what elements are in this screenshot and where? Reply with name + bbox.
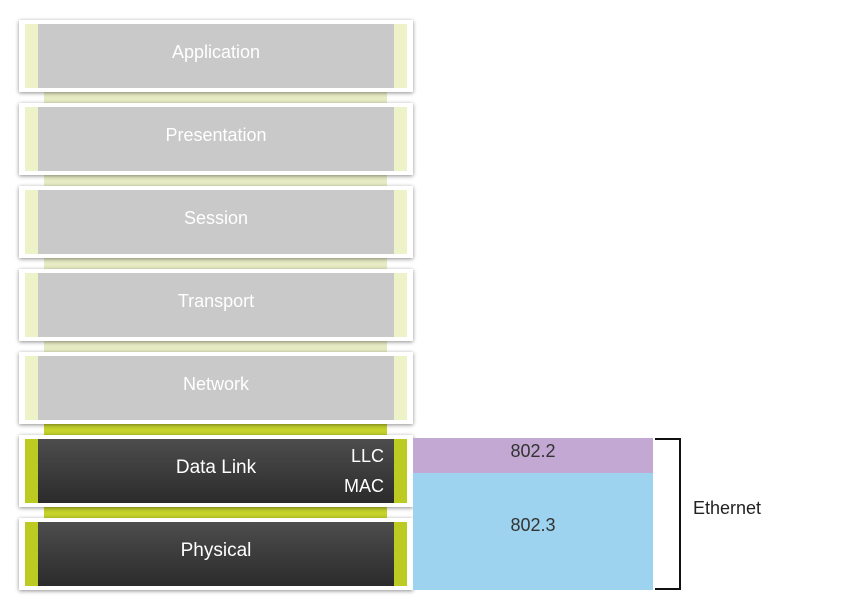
layer-connector <box>44 90 387 104</box>
layer-label: Physical <box>180 540 252 561</box>
layer-transport: Transport <box>19 269 413 341</box>
standard-802-3-label: 802.3 <box>510 515 556 535</box>
layer-body: Data Link LLC MAC <box>38 439 394 503</box>
layer-edge <box>25 190 38 254</box>
layer-edge <box>394 107 407 171</box>
layer-edge <box>394 190 407 254</box>
layer-edge <box>25 522 38 586</box>
layer-connector <box>44 173 387 187</box>
layer-session: Session <box>19 186 413 258</box>
layer-connector <box>44 505 387 519</box>
layer-body: Presentation <box>38 107 394 171</box>
layer-edge <box>394 24 407 88</box>
layer-connector <box>44 339 387 353</box>
standard-802-2-label: 802.2 <box>510 441 556 461</box>
standard-802-3-box: 802.3 <box>413 473 653 590</box>
sublayer-mac-label: MAC <box>344 476 384 496</box>
layer-body: Transport <box>38 273 394 337</box>
layer-edge <box>25 273 38 337</box>
layer-data-link: Data Link LLC MAC <box>19 435 413 507</box>
layer-edge <box>394 522 407 586</box>
layer-network: Network <box>19 352 413 424</box>
layer-label: Transport <box>177 291 255 311</box>
layer-label: Session <box>183 208 249 228</box>
layer-physical: Physical <box>19 518 413 590</box>
layer-label: Presentation <box>165 125 267 145</box>
layer-presentation: Presentation <box>19 103 413 175</box>
layer-body: Physical <box>38 522 394 586</box>
layer-body: Application <box>38 24 394 88</box>
layer-edge <box>25 356 38 420</box>
layer-label: Data Link <box>175 457 257 478</box>
layer-connector <box>44 256 387 270</box>
layer-edge <box>25 439 38 503</box>
layer-body: Network <box>38 356 394 420</box>
layer-edge <box>25 24 38 88</box>
layer-application: Application <box>19 20 413 92</box>
sublayer-llc-label: LLC <box>350 446 384 466</box>
ethernet-bracket <box>655 438 681 590</box>
ethernet-label: Ethernet <box>693 498 762 518</box>
layer-label: Application <box>171 42 261 62</box>
layer-edge <box>394 439 407 503</box>
layer-edge <box>25 107 38 171</box>
layer-edge <box>394 356 407 420</box>
layer-connector <box>44 422 387 436</box>
layer-label: Network <box>182 374 249 394</box>
layer-body: Session <box>38 190 394 254</box>
layer-edge <box>394 273 407 337</box>
standard-802-2-box: 802.2 <box>413 438 653 473</box>
